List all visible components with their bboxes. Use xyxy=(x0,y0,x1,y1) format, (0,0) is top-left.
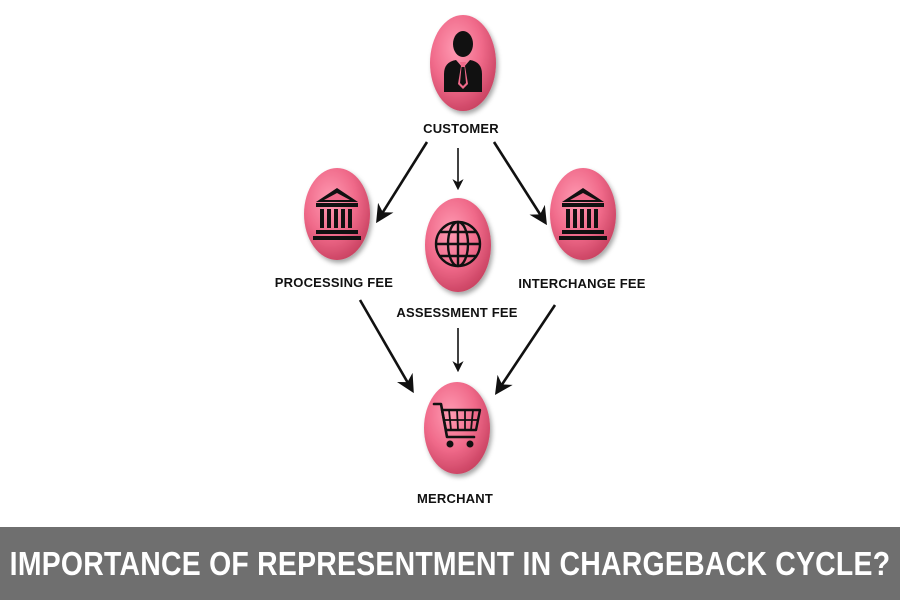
node-label-assessment-fee: ASSESSMENT FEE xyxy=(396,305,517,320)
arrows xyxy=(358,141,557,396)
businessman-icon xyxy=(444,31,482,92)
node-processing-fee: PROCESSING FEE xyxy=(275,168,394,290)
bank-icon xyxy=(313,188,361,240)
globe-icon xyxy=(434,220,482,268)
node-customer: CUSTOMER xyxy=(423,15,499,136)
node-label-interchange-fee: INTERCHANGE FEE xyxy=(518,276,645,291)
node-merchant: MERCHANT xyxy=(417,382,493,506)
node-label-merchant: MERCHANT xyxy=(417,491,493,506)
fee-flow-diagram: CUSTOMER PROCESSING FEE xyxy=(275,15,646,506)
arrow-customer-to-processing-fee xyxy=(376,141,429,224)
node-interchange-fee: INTERCHANGE FEE xyxy=(518,168,646,291)
node-label-processing-fee: PROCESSING FEE xyxy=(275,275,394,290)
arrow-processing-fee-to-merchant xyxy=(358,299,414,394)
node-label-customer: CUSTOMER xyxy=(423,121,499,136)
bank-icon xyxy=(559,188,607,240)
shopping-cart-icon xyxy=(432,402,482,448)
title-banner: IMPORTANCE OF REPRESENTMENT IN CHARGEBAC… xyxy=(0,527,900,600)
arrow-interchange-fee-to-merchant xyxy=(494,304,557,396)
node-assessment-fee: ASSESSMENT FEE xyxy=(396,198,518,320)
banner-title: IMPORTANCE OF REPRESENTMENT IN CHARGEBAC… xyxy=(9,544,891,582)
arrow-customer-to-interchange-fee xyxy=(492,141,547,226)
